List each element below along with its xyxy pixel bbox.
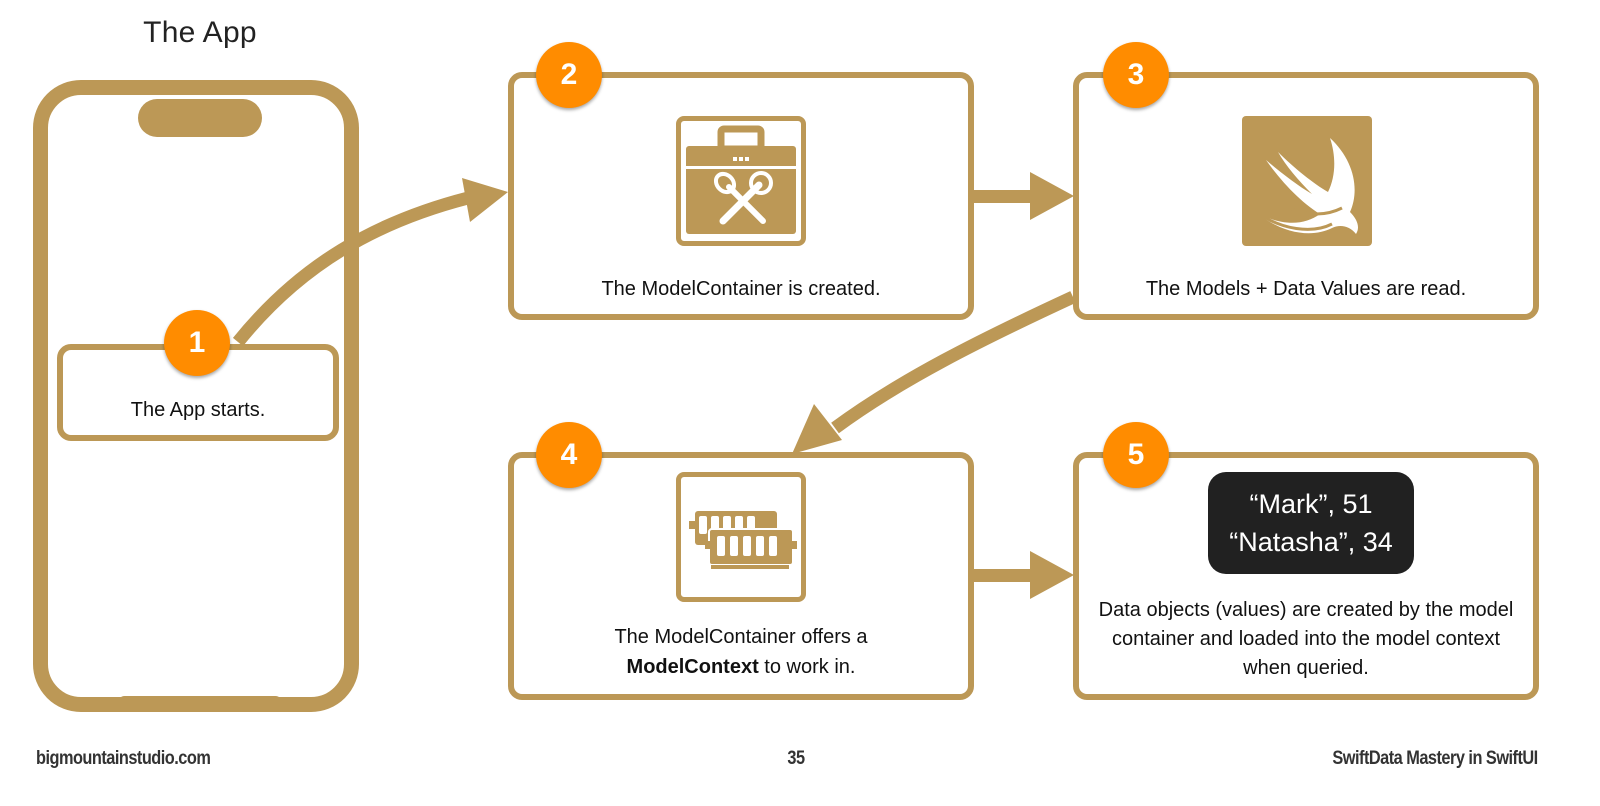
model-context-term: ModelContext: [626, 656, 759, 678]
phone-notch: [138, 99, 262, 137]
step-4-text-line2: ModelContext to work in.: [514, 652, 968, 682]
phone-home-indicator: [118, 696, 282, 709]
step-4-text-line1: The ModelContainer offers a: [614, 626, 868, 648]
step-4-text-rest: to work in.: [758, 656, 856, 678]
arrow-1-to-2: [232, 191, 470, 347]
arrow-4-to-5-head: [1030, 551, 1074, 599]
arrow-3-to-4-head: [792, 404, 842, 454]
step-2-text: The ModelContainer is created.: [601, 278, 881, 300]
step-5-badge: 5: [1103, 422, 1169, 488]
step-5-text: Data objects (values) are created by the…: [1098, 599, 1514, 679]
step-2-badge: 2: [536, 42, 602, 108]
step-4-badge: 4: [536, 422, 602, 488]
data-values-card: “Mark”, 51 “Natasha”, 34: [1208, 472, 1414, 574]
app-title: The App: [143, 16, 257, 49]
step-1-badge: 1: [164, 310, 230, 376]
toolbox-icon-frame: [676, 116, 806, 246]
arrow-2-to-3-head: [1030, 172, 1074, 220]
step-3-badge: 3: [1103, 42, 1169, 108]
footer-website: bigmountainstudio.com: [36, 748, 211, 769]
swift-logo-icon-tile: [1242, 116, 1372, 246]
step-3-text: The Models + Data Values are read.: [1145, 278, 1467, 300]
swift-logo-icon: [1255, 138, 1358, 234]
footer-book-title: SwiftData Mastery in SwiftUI: [1332, 748, 1539, 769]
toolbox-icon: [686, 125, 796, 234]
arrow-1-to-2-head: [462, 178, 508, 222]
memory-chips-icon: [689, 511, 797, 569]
data-value-natasha: “Natasha”, 34: [1229, 527, 1393, 557]
arrow-3-to-4: [831, 291, 1076, 434]
data-value-mark: “Mark”, 51: [1249, 489, 1373, 519]
step-4-text: The ModelContainer offers a ModelContext…: [514, 622, 968, 682]
arrow-4-to-5: [970, 569, 1032, 582]
footer-page-number: 35: [787, 748, 805, 769]
memory-chips-icon-frame: [676, 472, 806, 602]
arrow-2-to-3: [970, 190, 1032, 203]
step-1-text: The App starts.: [130, 399, 266, 421]
